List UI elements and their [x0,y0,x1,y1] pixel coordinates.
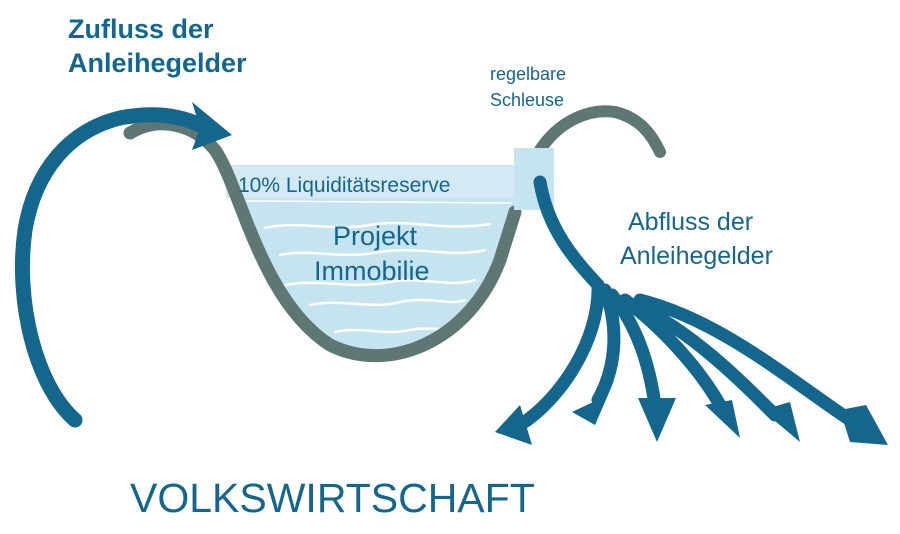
inflow-arrowhead-icon [192,102,232,150]
inflow-arrow [15,102,232,428]
project-label-line1: Projekt [333,221,418,251]
reserve-divider [245,200,513,204]
inflow-label-line1: Zufluss der [68,14,214,44]
arrowhead-icon [762,402,800,442]
project-label-line2: Immobilie [314,256,430,286]
outflow-label-line2: Anleihegelder [620,242,773,270]
outflow-arrows [513,175,857,432]
arrowhead-icon [840,405,888,445]
sluice-label-line2: Schleuse [490,90,564,110]
terrain-curve [123,117,522,363]
water-waves [263,221,492,334]
liquidity-reserve-band [226,166,514,198]
arrowhead-icon [705,400,740,438]
arrowhead-icon [495,405,532,445]
arrowhead-icon [572,395,608,425]
outflow-arrowheads [495,395,888,445]
terrain-right-hill [534,105,666,158]
outflow-label-line1: Abfluss der [628,208,753,236]
arrowhead-icon [638,398,676,442]
inflow-label-line2: Anleihegelder [68,48,247,78]
sluice-label-line1: regelbare [490,64,566,84]
liquidity-reserve-label: 10% Liquiditätsreserve [238,174,450,197]
economy-label: VOLKSWIRTSCHAFT [130,475,535,521]
